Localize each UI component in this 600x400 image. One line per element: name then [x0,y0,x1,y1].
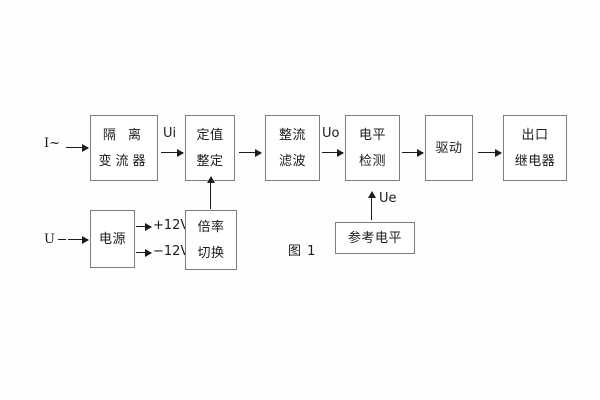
supply-positive-label: +12V [153,218,190,233]
arrow-supply-negative [136,248,152,257]
arrow-level-detect-to-drive [402,148,424,157]
ue-signal-label: Ue [379,191,397,206]
block-isolation-ct-line-1: 隔 离 [102,127,146,143]
block-level-detect-line-1: 电平 [358,127,386,143]
voltage-input-label: U [44,232,55,247]
current-input-label: I~ [44,136,61,151]
arrow-setting-to-rectify [239,148,262,157]
block-reference-level: 参考电平 [335,222,415,254]
uo-signal-label: Uo [322,126,340,141]
arrow-drive-to-output-relay [478,148,502,157]
block-isolation-ct-line-2: 变流器 [98,153,150,169]
block-output-relay: 出口 继电器 [503,115,567,181]
arrow-supply-positive [136,222,152,231]
figure-caption: 图 1 [288,244,317,259]
block-setting-line-2: 整定 [196,153,224,169]
block-isolation-ct: 隔 离 变流器 [90,115,158,181]
block-rectify-filter-line-1: 整流 [278,127,306,143]
arrow-current-to-isolation [66,143,89,152]
ui-signal-label: Ui [163,126,177,141]
block-level-detect-line-2: 检测 [358,153,386,169]
block-drive-line-1: 驱动 [435,140,463,156]
block-level-detect: 电平 检测 [345,115,400,181]
supply-negative-label: −12V [153,244,190,259]
block-drive: 驱动 [425,115,473,181]
arrow-rectify-to-level-detect [322,148,344,157]
block-multiplier-switch: 倍率 切换 [185,210,237,270]
block-multiplier-switch-line-2: 切换 [197,245,225,261]
arrow-voltage-to-power-supply [68,235,89,244]
arrow-multiplier-to-setting [206,176,215,209]
block-rectify-filter: 整流 滤波 [265,115,320,181]
arrow-reference-to-level-detect [367,191,376,220]
voltage-input-dash [58,239,66,240]
block-rectify-filter-line-2: 滤波 [278,153,306,169]
block-setting-line-1: 定值 [196,127,224,143]
block-output-relay-line-2: 继电器 [514,153,556,169]
block-power-supply-line-1: 电源 [98,231,126,247]
block-power-supply: 电源 [90,210,135,268]
arrow-isolation-to-setting [161,148,184,157]
block-setting: 定值 整定 [185,115,235,181]
block-reference-level-line-1: 参考电平 [347,230,402,246]
block-output-relay-line-1: 出口 [521,127,549,143]
block-multiplier-switch-line-1: 倍率 [197,219,225,235]
